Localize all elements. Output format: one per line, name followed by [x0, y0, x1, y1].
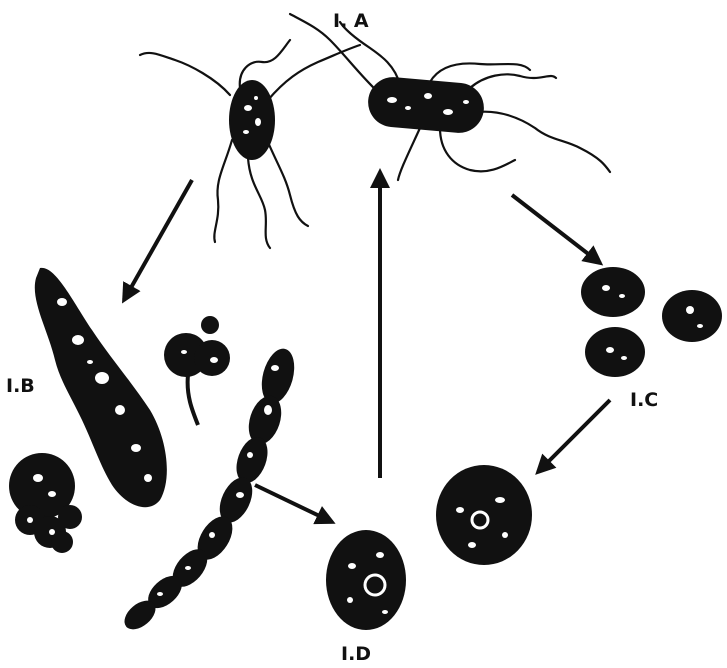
stage-d-cells — [326, 465, 532, 630]
arrow-a-to-b — [124, 180, 192, 300]
label-stage-d: I.D — [341, 643, 371, 665]
stage-c-cells — [581, 267, 722, 377]
label-stage-a: I. A — [333, 10, 369, 32]
label-stage-c: I.C — [630, 389, 658, 411]
stage-a-flagellated-cells — [140, 14, 610, 248]
stage-b-forms — [9, 268, 300, 635]
arrow-b-to-d — [255, 485, 332, 522]
arrow-c-to-d — [538, 400, 610, 472]
arrow-a-to-c — [512, 195, 600, 263]
label-stage-b: I.B — [6, 375, 35, 397]
